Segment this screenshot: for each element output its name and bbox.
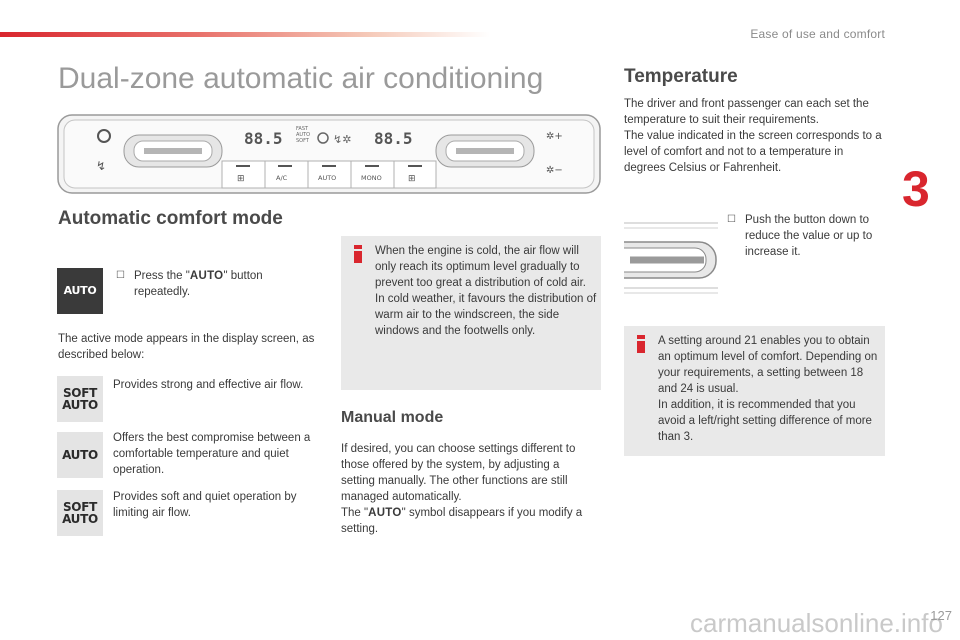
svg-text:⊞: ⊞ xyxy=(237,174,245,184)
watermark: carmanualsonline.info xyxy=(690,608,943,638)
mode-description: Provides soft and quiet operation by lim… xyxy=(113,491,297,519)
svg-text:88.5: 88.5 xyxy=(244,129,283,148)
temperature-knob-illustration xyxy=(624,222,718,294)
bullet-icon: ☐ xyxy=(727,214,736,225)
bullet-icon: ☐ xyxy=(116,270,125,281)
info-icon xyxy=(637,335,645,353)
svg-text:A/C: A/C xyxy=(276,174,288,182)
manual-mode-heading: Manual mode xyxy=(341,409,444,426)
page-title: Dual-zone automatic air conditioning xyxy=(58,62,544,95)
svg-text:↯✲: ↯✲ xyxy=(333,133,351,146)
chapter-number: 3 xyxy=(902,161,930,217)
svg-text:MONO: MONO xyxy=(361,174,382,182)
temperature-info-text: A setting around 21 enables you to obtai… xyxy=(658,335,878,443)
auto-icon: AUTO xyxy=(57,432,103,478)
svg-text:FAST: FAST xyxy=(296,126,309,132)
auto-mode-heading: Automatic comfort mode xyxy=(58,208,283,229)
mode-description: Offers the best compromise between a com… xyxy=(113,432,311,476)
temperature-text: The driver and front passenger can each … xyxy=(624,98,882,174)
svg-text:88.5: 88.5 xyxy=(374,129,413,148)
manual-mode-text: If desired, you can choose settings diff… xyxy=(341,443,583,535)
auto-button-icon: AUTO xyxy=(57,268,103,314)
svg-text:↯: ↯ xyxy=(96,159,106,173)
page-number: 127 xyxy=(930,608,952,623)
svg-text:AUTO: AUTO xyxy=(296,132,310,138)
push-button-instruction: Push the button down to reduce the value… xyxy=(745,214,873,258)
active-mode-text: The active mode appears in the display s… xyxy=(58,333,315,361)
press-auto-instruction: Press the "AUTO" button repeatedly. xyxy=(134,270,263,298)
temperature-info-box: A setting around 21 enables you to obtai… xyxy=(624,326,885,456)
svg-text:✲−: ✲− xyxy=(546,165,563,176)
svg-text:SOFT: SOFT xyxy=(296,138,310,144)
temperature-heading: Temperature xyxy=(624,66,738,87)
climate-control-panel-illustration: ↯ ✲+ ✲− 88.5 88.5 FAST AUTO SOFT ↯✲ ⊞ A/… xyxy=(57,114,601,194)
svg-text:AUTO: AUTO xyxy=(318,174,336,182)
info-icon xyxy=(354,245,362,263)
cold-engine-text: When the engine is cold, the air flow wi… xyxy=(375,245,597,337)
header-accent-bar xyxy=(0,32,490,37)
svg-text:✲+: ✲+ xyxy=(546,131,563,142)
svg-text:⊞: ⊞ xyxy=(408,174,416,184)
section-title: Ease of use and comfort xyxy=(750,27,885,41)
cold-engine-info-box: When the engine is cold, the air flow wi… xyxy=(341,236,601,390)
mode-description: Provides strong and effective air flow. xyxy=(113,379,304,391)
